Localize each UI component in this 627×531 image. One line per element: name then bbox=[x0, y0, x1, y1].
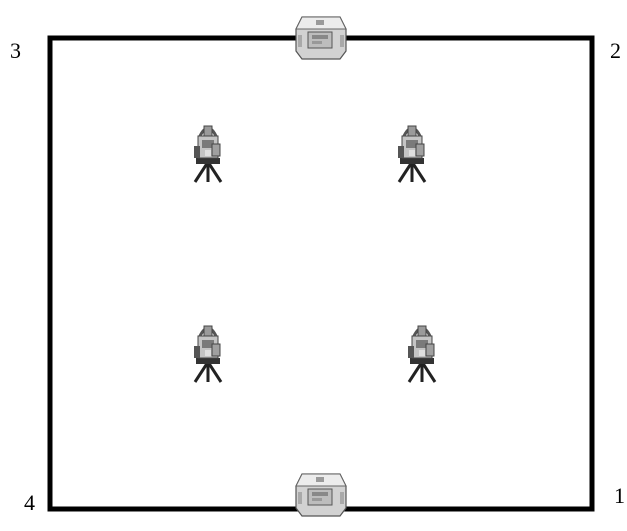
survey-boundary bbox=[50, 38, 592, 509]
corner-label-2: 2 bbox=[610, 40, 621, 62]
total-station-icon bbox=[408, 326, 435, 382]
corner-label-4: 4 bbox=[24, 492, 35, 514]
reflector-prism-icon bbox=[296, 474, 346, 516]
reflector-prism-icon bbox=[296, 17, 346, 59]
total-station-icon bbox=[194, 126, 221, 182]
corner-label-1: 1 bbox=[614, 485, 625, 507]
total-station-icon bbox=[194, 326, 221, 382]
corner-label-3: 3 bbox=[10, 40, 21, 62]
total-station-icon bbox=[398, 126, 425, 182]
